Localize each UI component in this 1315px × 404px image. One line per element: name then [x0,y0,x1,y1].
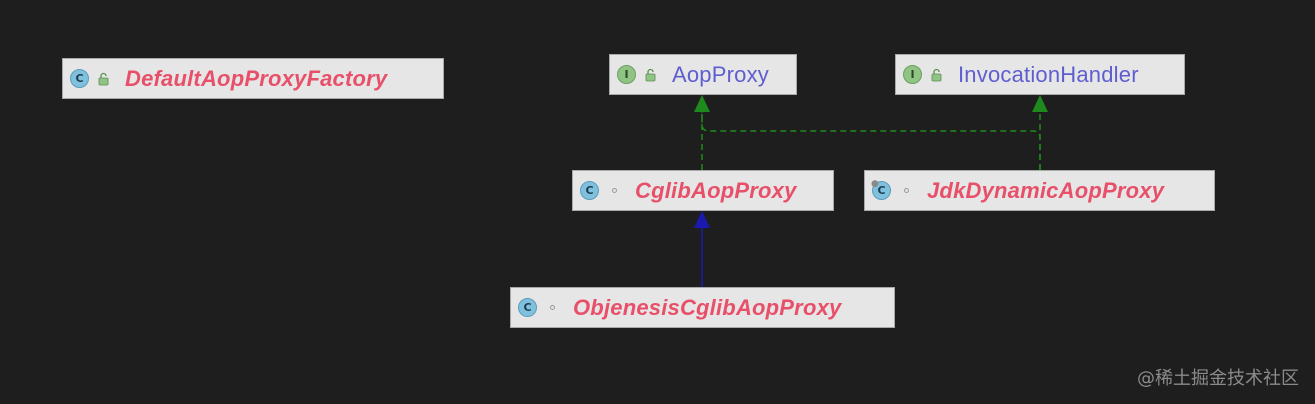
class-c-icon: C [70,69,89,88]
node-aop-proxy[interactable]: I AopProxy [609,54,797,95]
node-invocation-handler[interactable]: I InvocationHandler [895,54,1185,95]
edge-jdk-implements-aopproxy [701,112,1041,170]
arrowhead-invocationhandler [1032,95,1048,112]
class-c-icon: C [518,298,537,317]
unlocked-padlock-icon [644,68,658,82]
class-name: CglibAopProxy [635,177,797,203]
class-name: ObjenesisCglibAopProxy [573,294,842,320]
node-jdk-dynamic-aop-proxy[interactable]: ● C JdkDynamicAopProxy [864,170,1215,211]
node-objenesis-cglib-aop-proxy[interactable]: C ObjenesisCglibAopProxy [510,287,895,328]
interface-name: InvocationHandler [958,61,1139,87]
class-c-icon: C [580,181,599,200]
hollow-dot-icon [607,184,621,198]
badge-letter: C [877,184,886,197]
hollow-dot-icon [545,301,559,315]
arrowhead-aopproxy [694,95,710,112]
node-default-aop-proxy-factory[interactable]: C DefaultAopProxyFactory [62,58,444,99]
class-name: DefaultAopProxyFactory [125,65,388,91]
node-cglib-aop-proxy[interactable]: C CglibAopProxy [572,170,834,211]
unlocked-padlock-icon [97,72,111,86]
unlocked-padlock-icon [930,68,944,82]
class-name: JdkDynamicAopProxy [927,177,1165,203]
watermark: @稀土掘金技术社区 [1137,368,1299,389]
interface-i-icon: I [903,65,922,84]
pin-mark-icon: ● [871,179,879,189]
hollow-dot-icon [899,184,913,198]
interface-i-icon: I [617,65,636,84]
interface-name: AopProxy [672,61,769,87]
arrowhead-cglibaopproxy [694,211,710,228]
class-c-icon: ● C [871,179,891,200]
